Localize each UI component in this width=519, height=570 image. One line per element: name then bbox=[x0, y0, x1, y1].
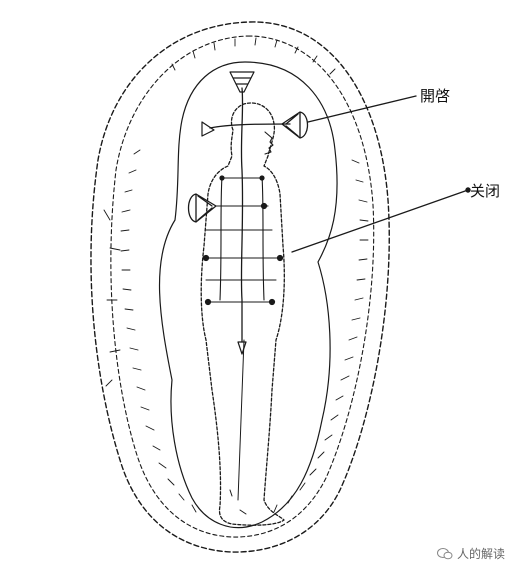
channel-tail bbox=[237, 341, 247, 355]
chest-funnel-open bbox=[187, 193, 217, 223]
aura-hatching bbox=[103, 37, 369, 513]
right-head-funnel-open bbox=[281, 111, 309, 139]
open-leader-line bbox=[307, 95, 417, 123]
watermark: 人的解读 bbox=[436, 545, 505, 562]
outer-aura-outline bbox=[90, 21, 390, 553]
chat-bubble-icon bbox=[436, 547, 453, 559]
inner-aura-outline bbox=[158, 61, 338, 529]
body-outline bbox=[200, 102, 285, 526]
watermark-text: 人的解读 bbox=[456, 547, 505, 561]
closed-leader-line bbox=[291, 189, 469, 253]
closed-leader-dot bbox=[465, 187, 471, 193]
closed-chakra-knots bbox=[202, 175, 284, 306]
central-channel bbox=[240, 87, 244, 343]
leg-seam bbox=[229, 339, 247, 515]
crown-funnel bbox=[229, 71, 255, 93]
second-aura-outline bbox=[110, 35, 375, 538]
face-profile bbox=[264, 131, 274, 155]
head-channel bbox=[209, 123, 291, 129]
torso-grid bbox=[203, 175, 281, 303]
closed-label: 关闭 bbox=[470, 182, 501, 200]
left-head-funnel bbox=[201, 121, 215, 137]
open-label: 開啓 bbox=[420, 87, 451, 105]
